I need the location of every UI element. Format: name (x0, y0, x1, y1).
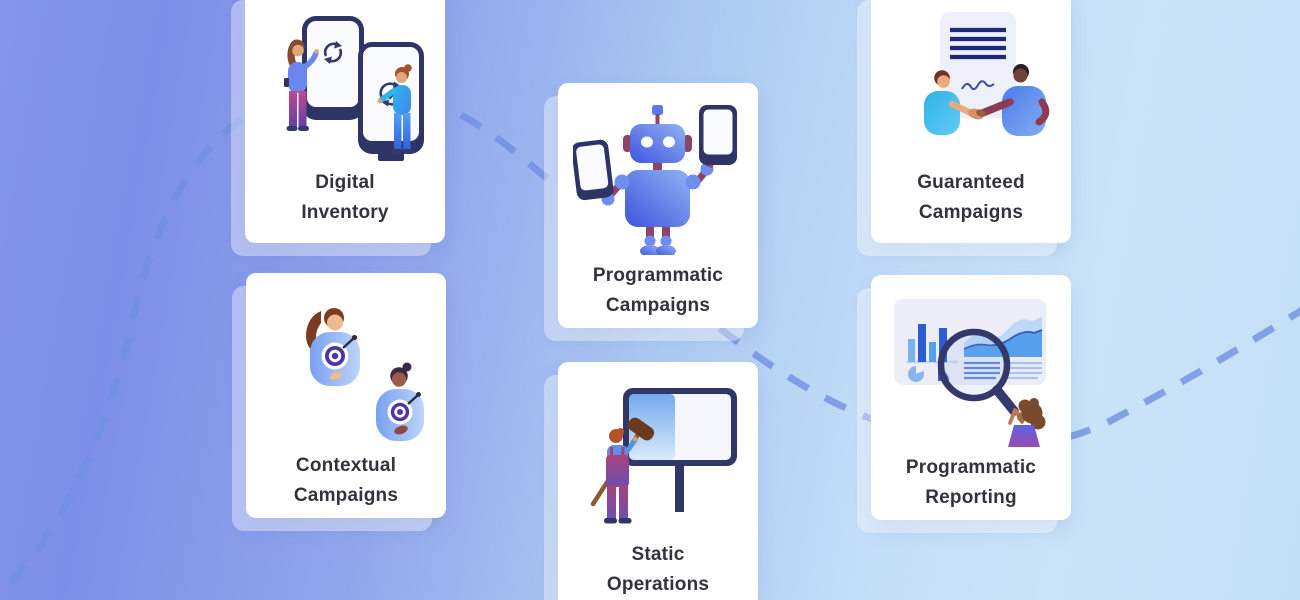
robot-figure (591, 105, 723, 255)
card-label-line1: Contextual (295, 455, 397, 476)
card-label-line2: Inventory (301, 202, 389, 223)
card-label-line2: Campaigns (605, 295, 711, 316)
card-label-line1: Guaranteed (917, 172, 1025, 193)
card-label: Programmatic Campaigns (593, 261, 723, 321)
billboard (623, 388, 737, 512)
card-label: Static Operations (607, 540, 709, 600)
target-icon (387, 392, 421, 425)
card-programmatic-reporting: Programmatic Reporting (857, 275, 1071, 533)
phone-screen-right (699, 105, 737, 165)
paint-brush-head (627, 417, 655, 441)
card-label: Guaranteed Campaigns (917, 168, 1025, 228)
digital-inventory-illustration (284, 16, 424, 161)
card-label: Contextual Campaigns (294, 451, 398, 511)
programmatic-campaigns-illustration (573, 105, 737, 255)
card-label-line2: Operations (606, 574, 710, 595)
woman-figure (1008, 398, 1046, 447)
refresh-icon (323, 41, 343, 64)
card-guaranteed-campaigns: Guaranteed Campaigns (857, 0, 1071, 256)
kiosk-screen-left (302, 16, 364, 120)
card-programmatic-campaigns: Programmatic Campaigns (544, 83, 758, 341)
card-label-line1: Digital (315, 172, 375, 193)
person-with-target-right (376, 362, 424, 441)
card-label-line1: Programmatic (592, 265, 724, 286)
card-contextual-campaigns: Contextual Campaigns (232, 273, 446, 531)
card-label: Digital Inventory (301, 168, 388, 228)
card-label: Programmatic Reporting (906, 453, 1036, 513)
contextual-campaigns-illustration (306, 308, 424, 441)
handshake-icon (968, 108, 986, 120)
woman-figure-right (377, 64, 414, 154)
programmatic-reporting-illustration (894, 299, 1046, 447)
kiosk-screen-right (358, 42, 424, 161)
card-label-line1: Programmatic (905, 457, 1037, 478)
report-text-lines (964, 361, 1042, 380)
card-label-line1: Static (631, 544, 685, 565)
card-label-line2: Campaigns (293, 485, 399, 506)
contract-document (940, 12, 1016, 118)
phone-screen-left (573, 139, 614, 201)
person-with-target-left (306, 308, 360, 386)
signature-squiggle (961, 80, 995, 91)
magnifying-glass-icon (937, 328, 1019, 416)
static-operations-illustration (590, 388, 737, 524)
worker-figure (590, 417, 655, 524)
woman-figure-left (284, 39, 319, 131)
target-icon (321, 334, 358, 370)
card-label-line2: Reporting (925, 487, 1017, 508)
card-static-operations: Static Operations (544, 362, 758, 600)
bar-chart-icon (906, 324, 958, 364)
card-label-line2: Campaigns (918, 202, 1024, 223)
guaranteed-campaigns-illustration (924, 12, 1050, 136)
card-digital-inventory: Digital Inventory (231, 0, 445, 256)
